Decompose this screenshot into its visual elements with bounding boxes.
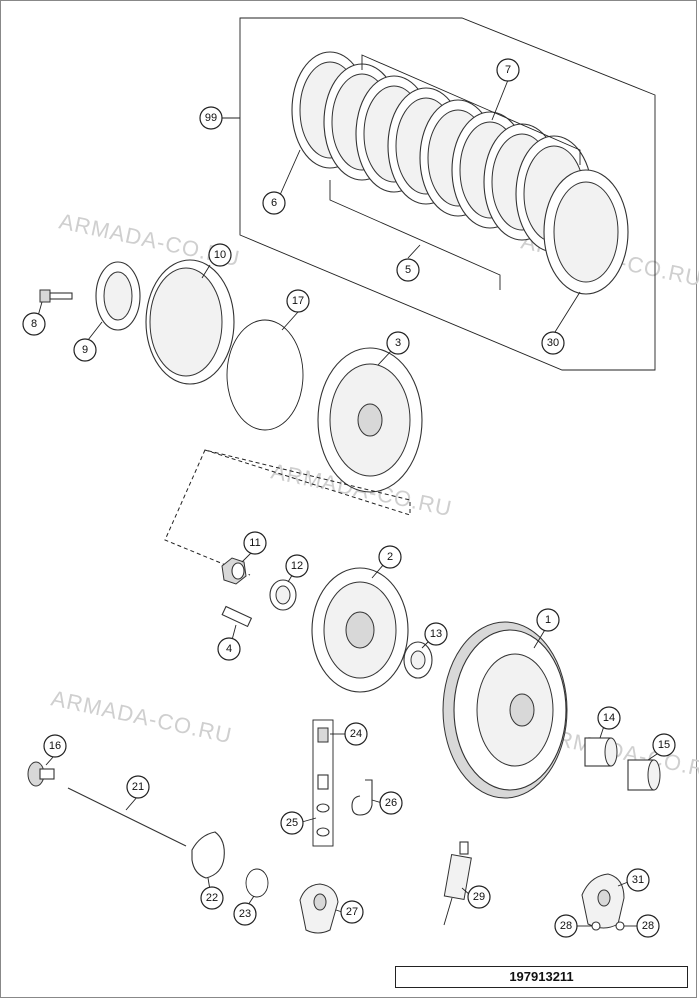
svg-text:4: 4 — [226, 643, 232, 655]
gasket — [191, 831, 225, 879]
callout-1: 1 — [536, 608, 560, 632]
svg-text:29: 29 — [473, 891, 485, 903]
callout-15: 15 — [652, 733, 676, 757]
bracket-7 — [361, 54, 581, 165]
svg-text:22: 22 — [206, 892, 218, 904]
svg-text:2: 2 — [387, 551, 393, 563]
watermarks: ARMADA-CO.RU ARMADA-CO.RU ARMADA-CO.RU A… — [49, 208, 699, 785]
svg-text:8: 8 — [31, 318, 37, 330]
clutch-basket — [442, 621, 568, 799]
bleeder-box — [312, 719, 334, 847]
watermark-4: ARMADA-CO.RU — [49, 685, 235, 748]
svg-text:30: 30 — [547, 337, 559, 349]
callout-31: 31 — [626, 868, 650, 892]
svg-text:25: 25 — [286, 817, 298, 829]
callout-7: 7 — [496, 58, 520, 82]
callout-14: 14 — [597, 706, 621, 730]
bolt — [39, 289, 73, 303]
banjo-fitting — [351, 779, 373, 816]
svg-text:14: 14 — [603, 712, 615, 724]
callout-2: 2 — [378, 545, 402, 569]
callout-22: 22 — [200, 886, 224, 910]
bleeder-screw — [316, 727, 330, 837]
svg-text:3: 3 — [395, 337, 401, 349]
callout-6: 6 — [262, 191, 286, 215]
o-ring-small — [245, 868, 269, 898]
drawing-number: 197913211 — [395, 966, 688, 988]
assembly-dashed-outline — [164, 449, 411, 576]
needle-bearing — [584, 737, 618, 767]
callout-9: 9 — [73, 338, 97, 362]
svg-text:9: 9 — [82, 344, 88, 356]
o-ring-large — [226, 319, 304, 431]
svg-text:99: 99 — [205, 112, 217, 124]
inner-clutch-hub — [311, 567, 409, 693]
cylinder-cover — [581, 873, 625, 931]
callout-3: 3 — [386, 331, 410, 355]
svg-text:10: 10 — [214, 249, 226, 261]
callout-4: 4 — [217, 637, 241, 661]
svg-text:11: 11 — [249, 537, 260, 549]
thrust-washer — [403, 641, 433, 679]
callout-26: 26 — [379, 791, 403, 815]
bushing — [627, 759, 661, 791]
callout-30: 30 — [541, 331, 565, 355]
callout-12: 12 — [285, 554, 309, 578]
slave-cylinder — [299, 883, 339, 934]
svg-text:7: 7 — [505, 64, 511, 76]
callout-28-right: 28 — [636, 914, 660, 938]
callout-11: 11 — [243, 531, 267, 555]
svg-text:12: 12 — [291, 560, 303, 572]
svg-text:24: 24 — [350, 728, 362, 740]
callout-25: 25 — [280, 811, 304, 835]
svg-text:28: 28 — [642, 920, 654, 932]
callout-27: 27 — [340, 900, 364, 924]
callout-24: 24 — [344, 722, 368, 746]
clutch-pressure-cap — [317, 347, 423, 493]
svg-text:16: 16 — [49, 740, 61, 752]
svg-text:1: 1 — [545, 614, 551, 626]
callout-17: 17 — [286, 289, 310, 313]
svg-text:23: 23 — [239, 908, 251, 920]
svg-text:21: 21 — [132, 781, 144, 793]
lock-washer — [269, 579, 297, 611]
push-rod — [67, 787, 187, 847]
callout-99: 99 — [199, 106, 223, 130]
callout-16: 16 — [43, 734, 67, 758]
svg-text:26: 26 — [385, 797, 397, 809]
nut — [221, 557, 247, 585]
pin — [221, 605, 253, 628]
bracket-5 — [329, 180, 501, 290]
callout-5: 5 — [396, 258, 420, 282]
push-piece — [27, 761, 55, 787]
svg-text:5: 5 — [405, 264, 411, 276]
svg-text:17: 17 — [292, 295, 304, 307]
callout-28-left: 28 — [554, 914, 578, 938]
pressure-disc — [145, 259, 235, 385]
svg-text:28: 28 — [560, 920, 572, 932]
svg-text:15: 15 — [658, 739, 670, 751]
svg-text:6: 6 — [271, 197, 277, 209]
bleed-syringe — [443, 841, 472, 926]
callout-13: 13 — [424, 622, 448, 646]
svg-text:27: 27 — [346, 906, 358, 918]
callout-23: 23 — [233, 902, 257, 926]
callout-10: 10 — [208, 243, 232, 267]
spring-washer — [95, 261, 141, 331]
plate-kit-boundary — [239, 17, 656, 371]
svg-text:31: 31 — [632, 874, 644, 886]
callout-29: 29 — [467, 885, 491, 909]
callout-8: 8 — [22, 312, 46, 336]
svg-text:13: 13 — [430, 628, 442, 640]
callout-21: 21 — [126, 775, 150, 799]
